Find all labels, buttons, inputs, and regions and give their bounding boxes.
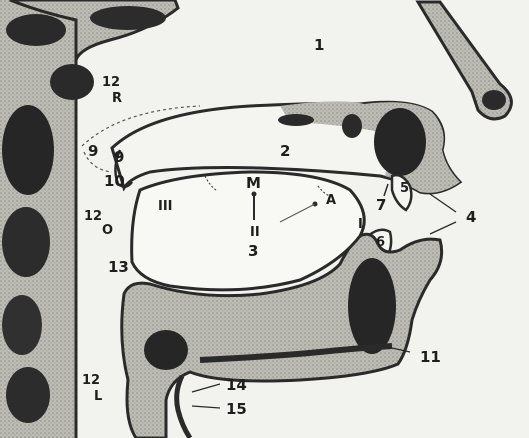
label-4: 4 [466,208,476,226]
label-roman-3: III [158,199,173,214]
vertebra-dark-2 [2,207,50,277]
label-5: 5 [400,181,409,196]
label-13: 13 [108,258,129,276]
label-roman-1: I [358,217,363,232]
label-7: 7 [376,196,386,214]
vertebra-dark-4 [6,367,50,423]
label-9-inner: 9 [114,148,124,166]
label-a: A [326,193,336,208]
vertebra-dark-top [6,14,66,46]
label-l: L [94,389,102,404]
label-roman-2: II [250,225,260,240]
label-12-r: 12 [102,75,120,90]
label-3: 3 [248,242,258,260]
label-1: 1 [314,36,324,54]
label-12-o: 12 [84,209,102,224]
vertebra-dark-1 [2,105,54,195]
label-10: 10 [104,172,125,190]
label-2: 2 [280,142,290,160]
label-o: O [102,223,113,238]
label-9-outer: 9 [88,142,98,160]
label-6: 6 [376,235,385,250]
vertebra-dark-3 [2,295,42,355]
label-14: 14 [226,376,247,394]
label-r: R [112,91,122,106]
label-11: 11 [420,348,441,366]
label-m: M [246,174,261,192]
label-12-l: 12 [82,373,100,388]
label-15: 15 [226,400,247,418]
